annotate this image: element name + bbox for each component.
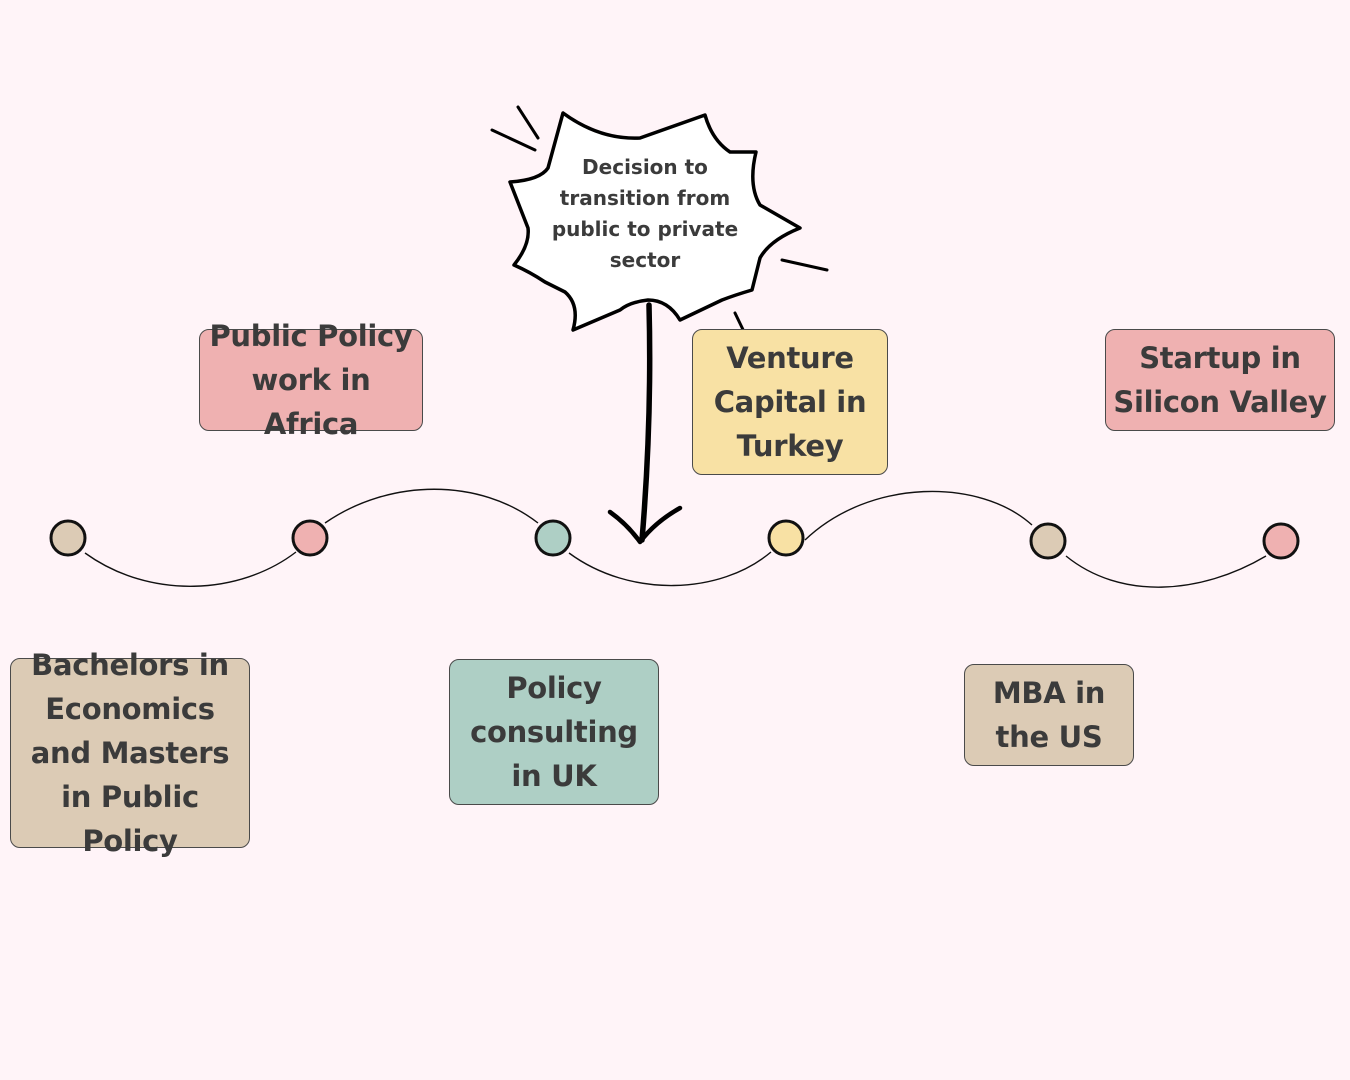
node-startup	[1262, 522, 1300, 560]
node-africa	[291, 519, 329, 557]
milestone-bachelors: Bachelors in Economics and Masters in Pu…	[10, 648, 250, 858]
node-bachelors	[49, 519, 87, 557]
decision-burst	[490, 105, 829, 342]
milestone-mba: MBA in the US	[964, 664, 1134, 766]
node-uk	[534, 519, 572, 557]
node-turkey	[767, 519, 805, 557]
decision-arrow	[607, 302, 683, 545]
milestone-startup: Startup in Silicon Valley	[1105, 329, 1335, 431]
milestone-africa: Public Policy work in Africa	[199, 319, 423, 441]
timeline-wave	[84, 488, 1267, 588]
milestone-turkey: Venture Capital in Turkey	[692, 329, 888, 475]
decision-label: Decision to transition from public to pr…	[551, 155, 739, 272]
milestone-uk: Policy consulting in UK	[449, 659, 659, 805]
node-mba	[1029, 522, 1067, 560]
